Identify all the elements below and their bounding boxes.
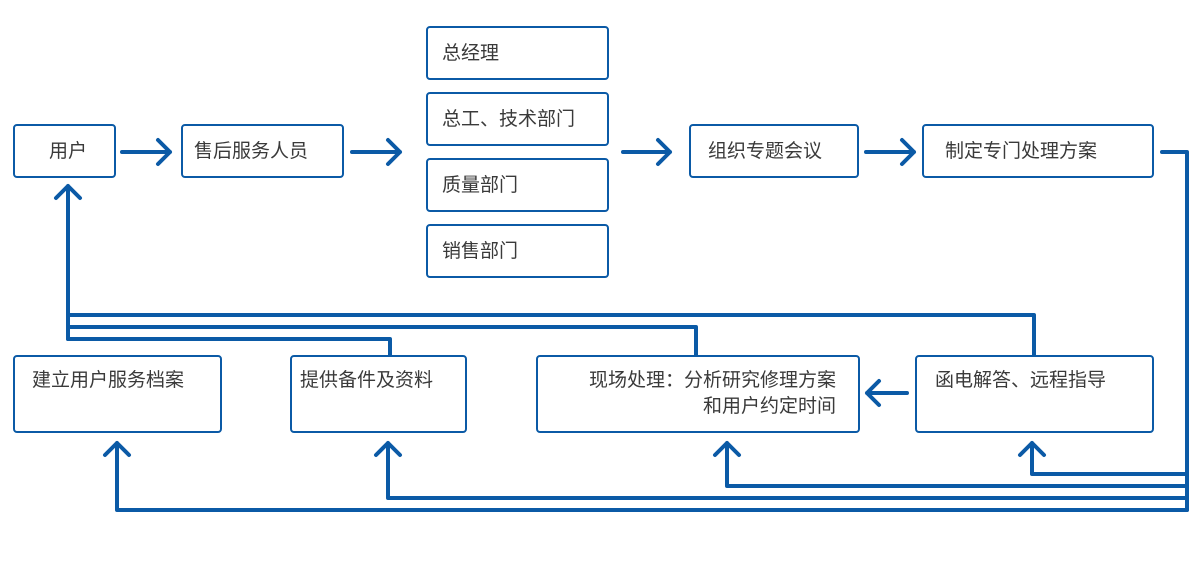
node-remote-guidance: 函电解答、远程指导 xyxy=(915,355,1154,433)
node-spare-parts-label: 提供备件及资料 xyxy=(300,369,434,391)
arrow-staff-to-depts xyxy=(350,138,402,166)
node-chief-engineer-tech-dept: 总工、技术部门 xyxy=(426,92,609,146)
node-customer-file-label: 建立用户服务档案 xyxy=(32,369,185,391)
node-special-plan-label: 制定专门处理方案 xyxy=(945,140,1098,162)
node-special-meeting-label: 组织专题会议 xyxy=(708,140,823,162)
line-trunk-to-onsite xyxy=(713,441,1189,488)
node-onsite-label-line2: 和用户约定时间 xyxy=(702,395,836,417)
line-spare-to-user xyxy=(66,337,392,357)
node-user-label: 用户 xyxy=(49,140,88,162)
node-general-manager-label: 总经理 xyxy=(442,42,500,64)
node-user: 用户 xyxy=(13,124,116,178)
node-after-sales-staff-label: 售后服务人员 xyxy=(194,140,309,162)
arrow-user-to-staff xyxy=(120,138,172,166)
node-special-plan: 制定专门处理方案 xyxy=(922,124,1154,178)
node-after-sales-staff: 售后服务人员 xyxy=(181,124,344,178)
line-plan-to-trunk xyxy=(1160,150,1189,512)
node-spare-parts: 提供备件及资料 xyxy=(290,355,467,433)
arrow-up-to-user xyxy=(54,184,82,341)
node-chief-engineer-tech-dept-label: 总工、技术部门 xyxy=(442,108,576,130)
node-onsite-label-line1: 现场处理：分析研究修理方案 xyxy=(588,369,836,391)
line-trunk-to-remote xyxy=(1018,441,1189,476)
line-onsite-to-user xyxy=(66,325,698,357)
line-trunk-to-file xyxy=(103,441,1189,512)
node-quality-dept-label: 质量部门 xyxy=(442,174,519,196)
arrow-meeting-to-plan xyxy=(864,138,916,166)
line-trunk-to-spare xyxy=(374,441,1189,500)
arrow-remote-to-onsite xyxy=(865,379,909,407)
node-customer-file: 建立用户服务档案 xyxy=(13,355,222,433)
node-remote-guidance-label: 函电解答、远程指导 xyxy=(935,369,1107,391)
node-onsite: 现场处理：分析研究修理方案 和用户约定时间 xyxy=(536,355,860,433)
arrow-depts-to-meeting xyxy=(621,138,672,166)
node-quality-dept: 质量部门 xyxy=(426,158,609,212)
node-sales-dept: 销售部门 xyxy=(426,224,609,278)
node-special-meeting: 组织专题会议 xyxy=(689,124,859,178)
node-sales-dept-label: 销售部门 xyxy=(442,240,519,262)
node-general-manager: 总经理 xyxy=(426,26,609,80)
line-remote-to-user xyxy=(66,313,1036,357)
